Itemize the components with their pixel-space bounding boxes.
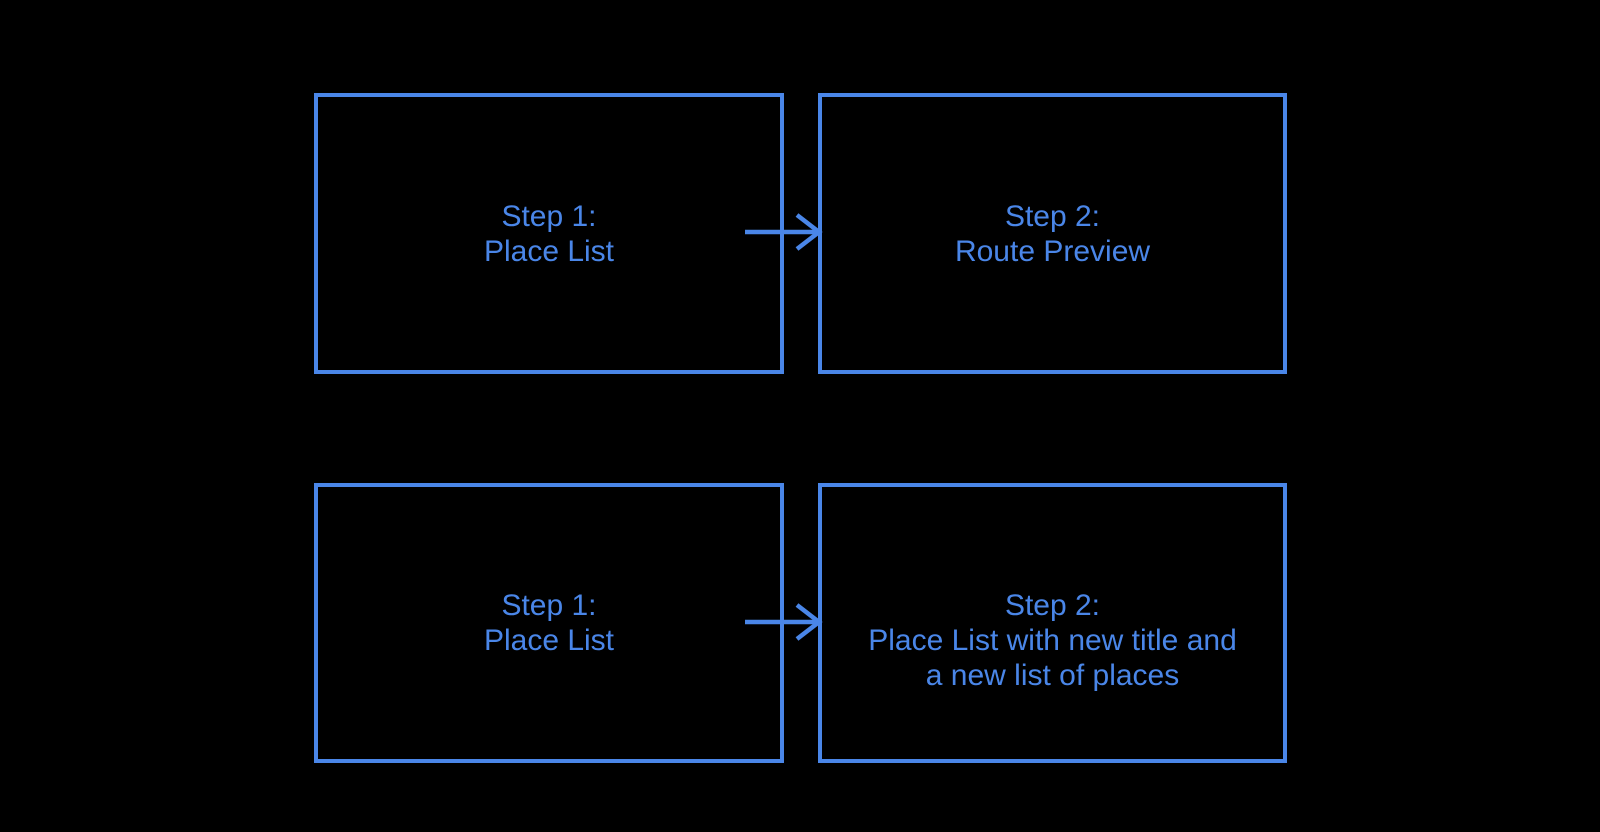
step-label-line: a new list of places	[925, 658, 1180, 692]
flow2-step1-label: Step 1: Place List	[484, 588, 614, 658]
flow2-step2-label: Step 2: Place List with new title and a …	[868, 588, 1237, 693]
step-label-line: Route Preview	[954, 234, 1151, 268]
step-label-line: Step 2:	[1004, 588, 1101, 622]
step-label-line: Place List	[483, 234, 615, 268]
flow1-step1-box: Step 1: Place List	[314, 93, 784, 374]
step-label-line: Step 1:	[501, 589, 597, 622]
flow1-step2-label: Step 2: Route Preview	[955, 199, 1150, 269]
step-label-line: Step 2:	[1004, 199, 1101, 233]
step-label-line: Place List	[483, 624, 615, 657]
arrow-right-icon	[745, 603, 823, 641]
flow1-step2-box: Step 2: Route Preview	[818, 93, 1287, 374]
arrow-right-icon	[745, 213, 823, 251]
flow2-step2-box: Step 2: Place List with new title and a …	[818, 483, 1287, 763]
flow1-step1-label: Step 1: Place List	[484, 199, 614, 269]
flow2-step1-box: Step 1: Place List	[314, 483, 784, 763]
step-label-line: Step 1:	[501, 199, 597, 233]
step-label-line: Place List with new title and	[868, 623, 1237, 657]
